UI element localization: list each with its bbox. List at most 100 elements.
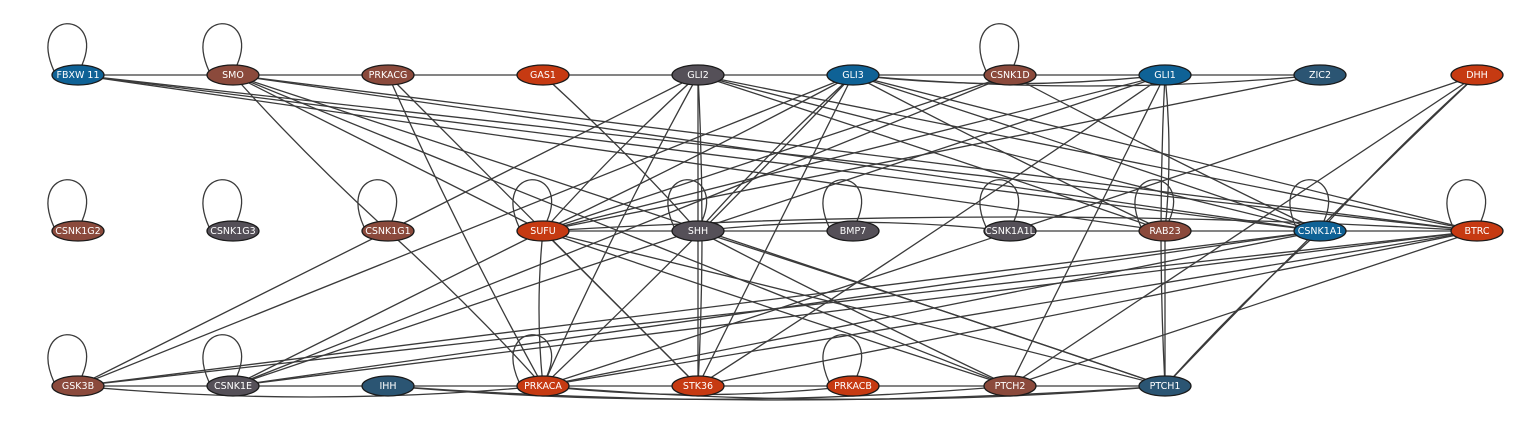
node-label: SUFU: [530, 226, 555, 237]
self-loop-btrc: [1446, 179, 1487, 228]
node-label: DHH: [1466, 70, 1488, 81]
self-loop-prkacb: [822, 334, 863, 383]
node-ptch1[interactable]: PTCH1: [1138, 375, 1192, 397]
node-ellipse: [361, 64, 415, 86]
edges-layer: [77, 74, 1478, 401]
edge-csnk1a1-gsk3b: [77, 230, 1321, 387]
node-ellipse: [516, 220, 570, 242]
node-ellipse: [826, 375, 880, 397]
edge-csnk1d-sufu: [542, 74, 1011, 232]
node-label: BTRC: [1464, 226, 1489, 237]
node-csnk1a1l[interactable]: CSNK1A1L: [983, 220, 1037, 242]
edge-gli3-rab23: [852, 74, 1166, 232]
edge-csnk1a1-prkaca: [542, 230, 1321, 387]
node-label: CSNK1A1L: [985, 226, 1036, 237]
self-loop-rab23: [1134, 179, 1175, 228]
node-ellipse: [51, 220, 105, 242]
node-label: ZIC2: [1309, 70, 1331, 81]
node-label: GSK3B: [62, 381, 94, 392]
self-loop-prkaca: [512, 334, 553, 383]
edge-gli3-shh: [697, 74, 854, 232]
node-label: RAB23: [1149, 226, 1180, 237]
edge-gli1-rab23: [1164, 74, 1170, 232]
edge-gli2-csnk1g1: [387, 74, 699, 232]
edge-smo-sufu: [232, 74, 544, 232]
node-smo[interactable]: SMO: [206, 64, 260, 86]
node-sufu[interactable]: SUFU: [516, 220, 570, 242]
edge-gli3-gsk3b: [77, 74, 854, 387]
node-dhh[interactable]: DHH: [1450, 64, 1504, 86]
node-gli1[interactable]: GLI1: [1138, 64, 1192, 86]
edge-csnk1d-csnk1a1: [1009, 74, 1321, 232]
node-ellipse: [1450, 220, 1504, 242]
node-label: GLI1: [1154, 70, 1176, 81]
node-csnk1g2[interactable]: CSNK1G2: [51, 220, 105, 242]
edge-fbxw11-csnk1a1: [77, 74, 1321, 232]
node-btrc[interactable]: BTRC: [1450, 220, 1504, 242]
node-ellipse: [983, 375, 1037, 397]
node-ihh[interactable]: IHH: [361, 375, 415, 397]
edge-sufu-prkaca: [538, 230, 544, 387]
edge-sufu-csnk1e: [232, 230, 544, 387]
node-csnk1g1[interactable]: CSNK1G1: [361, 220, 415, 242]
node-rab23[interactable]: RAB23: [1138, 220, 1192, 242]
node-label: CSNK1G2: [55, 226, 100, 237]
self-loop-csnk1a1l: [979, 179, 1020, 228]
node-shh[interactable]: SHH: [671, 220, 725, 242]
node-label: CSNK1A1: [1298, 226, 1343, 237]
node-ellipse: [671, 375, 725, 397]
node-zic2[interactable]: ZIC2: [1293, 64, 1347, 86]
node-csnk1e[interactable]: CSNK1E: [206, 375, 260, 397]
edge-btrc-csnk1e: [232, 230, 1478, 387]
node-label: PTCH2: [995, 381, 1026, 392]
node-gli2[interactable]: GLI2: [671, 64, 725, 86]
node-label: SMO: [222, 70, 244, 81]
self-loop-fbxw11: [47, 23, 88, 72]
edge-btrc-ptch2: [1009, 230, 1478, 387]
node-gli3[interactable]: GLI3: [826, 64, 880, 86]
edge-gli3-sufu: [542, 74, 854, 232]
edge-ihh-ptch2: [387, 385, 1011, 400]
node-ellipse: [826, 220, 880, 242]
node-gsk3b[interactable]: GSK3B: [51, 375, 105, 397]
node-bmp7[interactable]: BMP7: [826, 220, 880, 242]
node-label: GLI3: [842, 70, 864, 81]
node-label: PTCH1: [1150, 381, 1181, 392]
node-ellipse: [206, 64, 260, 86]
edge-gas1-shh: [542, 74, 699, 232]
node-fbxw11[interactable]: FBXW 11: [51, 64, 105, 86]
edge-zic2-gli3: [852, 74, 1321, 87]
node-ellipse: [671, 220, 725, 242]
edge-fbxw11-rab23: [77, 74, 1166, 232]
node-csnk1a1[interactable]: CSNK1A1: [1293, 220, 1347, 242]
self-loop-csnk1a1: [1289, 179, 1330, 228]
node-ellipse: [51, 375, 105, 397]
self-loops-layer: [47, 23, 1487, 383]
node-prkaca[interactable]: PRKACA: [516, 375, 570, 397]
node-prkacg[interactable]: PRKACG: [361, 64, 415, 86]
edge-sufu-stk36: [542, 230, 699, 387]
node-csnk1d[interactable]: CSNK1D: [983, 64, 1037, 86]
node-ellipse: [206, 375, 260, 397]
edge-smo-btrc: [232, 74, 1478, 232]
edge-gli1-sufu: [542, 74, 1166, 232]
node-ellipse: [826, 64, 880, 86]
node-label: FBXW 11: [57, 70, 100, 81]
node-label: CSNK1G1: [365, 226, 410, 237]
node-label: CSNK1E: [214, 381, 252, 392]
node-ptch2[interactable]: PTCH2: [983, 375, 1037, 397]
self-loop-csnk1g1: [357, 179, 398, 228]
node-label: STK36: [683, 381, 713, 392]
node-csnk1g3[interactable]: CSNK1G3: [206, 220, 260, 242]
node-ellipse: [1138, 375, 1192, 397]
edge-gli3-btrc: [852, 74, 1478, 232]
node-label: CSNK1D: [990, 70, 1029, 81]
node-prkacb[interactable]: PRKACB: [826, 375, 880, 397]
node-ellipse: [51, 64, 105, 86]
edge-btrc-prkaca: [542, 230, 1478, 387]
self-loop-gsk3b: [47, 334, 88, 383]
node-ellipse: [361, 220, 415, 242]
edge-gli2-csnk1a1: [697, 74, 1321, 232]
node-stk36[interactable]: STK36: [671, 375, 725, 397]
node-gas1[interactable]: GAS1: [516, 64, 570, 86]
